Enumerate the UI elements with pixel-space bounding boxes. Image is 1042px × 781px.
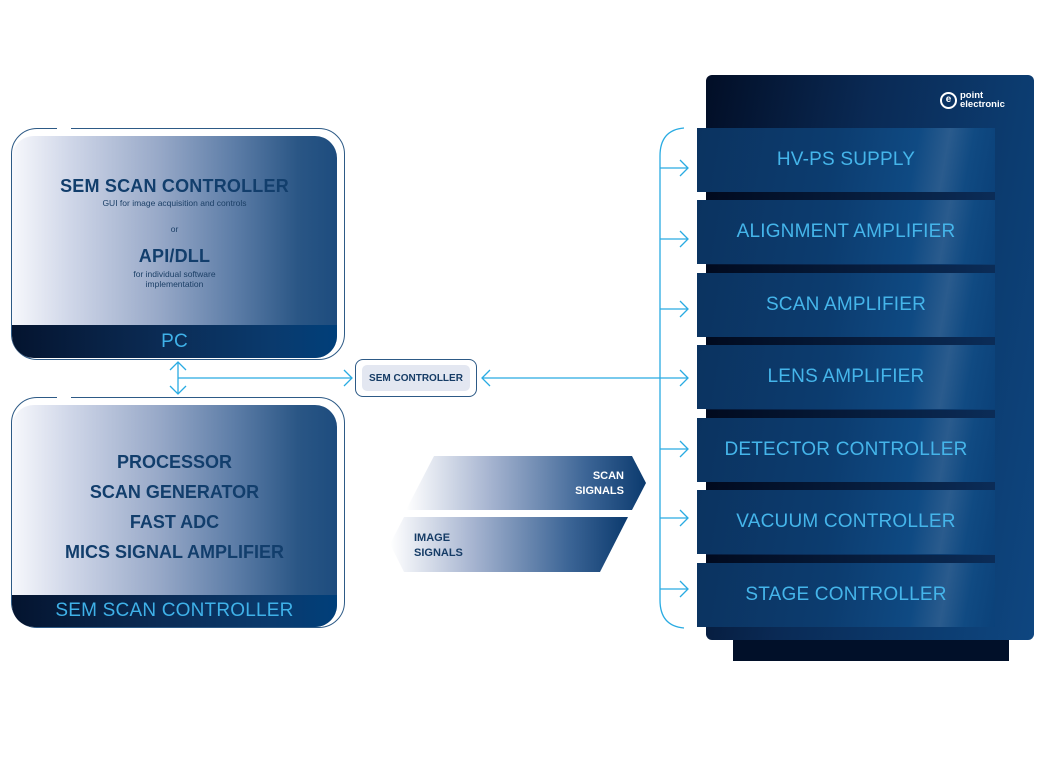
point-electronic-logo: e point electronic [940,91,1005,109]
sem-controller-box: SEM CONTROLLER [355,359,477,397]
left-arrowhead-icon [481,369,491,387]
pc-box-outline [11,127,345,360]
api-dll-title: API/DLL [138,246,211,266]
or-label: or [170,224,179,234]
module-lens-amplifier: LENS AMPLIFIER [697,345,995,409]
module-divider [706,192,995,200]
component-processor: PROCESSOR [116,452,233,472]
scan-signals-line1: SCAN [592,470,624,482]
module-vacuum-controller: VACUUM CONTROLLER [697,490,995,554]
gui-subtitle: GUI for image acquisition and controls [102,198,247,208]
up-arrowhead-icon [169,361,187,371]
module-divider [706,265,995,273]
right-arrowhead-icon [679,369,689,387]
module-hv-ps-supply: HV-PS SUPPLY [697,128,995,192]
scan-signals-label: SCAN SIGNALS [560,469,624,499]
scan-controller-footer-label: SEM SCAN CONTROLLER [12,595,337,627]
sem-scan-controller-title: SEM SCAN CONTROLLER [60,176,289,196]
module-divider [706,337,995,345]
right-arrowhead-icon [343,369,353,387]
e-logo-icon: e [940,91,957,109]
module-divider [706,482,995,490]
component-mics-signal-amplifier: MICS SIGNAL AMPLIFIER [64,542,284,562]
scan-signals-line2: SIGNALS [575,485,624,497]
sem-controller-label: SEM CONTROLLER [362,365,470,391]
module-scan-amplifier: SCAN AMPLIFIER [697,273,995,337]
scan-controller-box-outline [11,396,345,628]
component-scan-generator: SCAN GENERATOR [89,482,260,502]
module-divider [706,555,995,563]
pc-box: SEM SCAN CONTROLLER GUI for image acquis… [12,136,337,358]
logo-word-electronic: electronic [960,99,1005,110]
module-detector-controller: DETECTOR CONTROLLER [697,418,995,482]
module-alignment-amplifier: ALIGNMENT AMPLIFIER [697,200,995,264]
scan-signals-arrow [406,456,646,510]
image-signals-line1: IMAGE [414,532,451,544]
api-subtitle-1: for individual software [133,269,216,279]
component-fast-adc: FAST ADC [129,512,220,532]
rack-base [733,640,1009,661]
image-signals-arrow [390,517,628,572]
down-arrowhead-icon [169,385,187,395]
bus-branch-arrows [660,159,689,598]
api-subtitle-2: implementation [145,279,204,289]
image-signals-line2: SIGNALS [414,547,463,559]
scan-controller-box: PROCESSOR SCAN GENERATOR FAST ADC MICS S… [12,405,337,627]
image-signals-label: IMAGE SIGNALS [414,531,463,561]
logo-word-point: point [960,90,984,101]
module-stage-controller: STAGE CONTROLLER [697,563,995,627]
rack-bus-bracket [659,127,685,629]
component-list: PROCESSOR SCAN GENERATOR FAST ADC MICS S… [12,447,337,567]
pc-footer-label: PC [12,325,337,358]
module-divider [706,410,995,418]
